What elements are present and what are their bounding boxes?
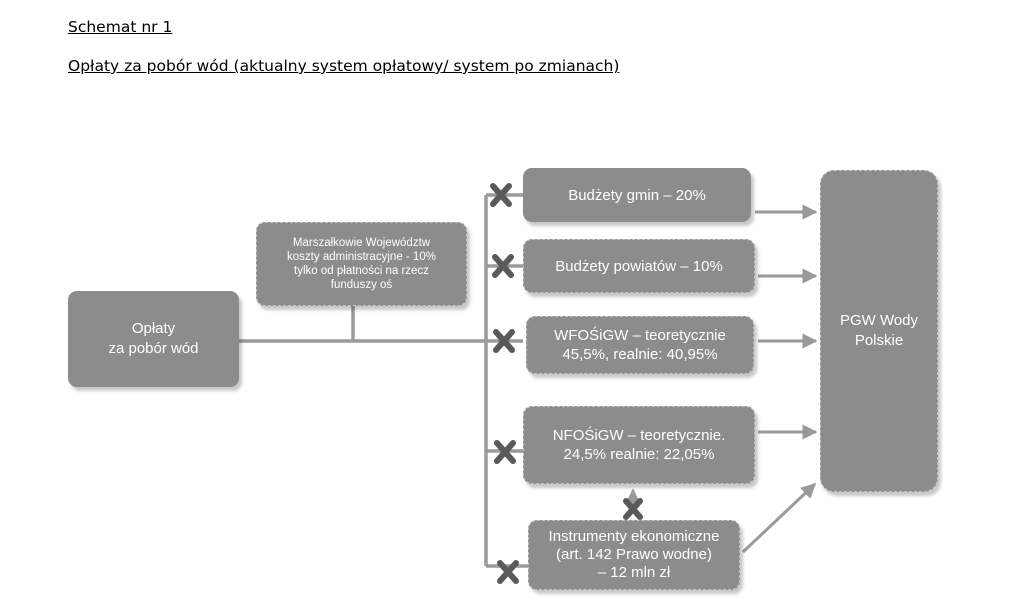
recipient-node-budzety-powiatow: Budżety powiatów – 10%: [523, 239, 755, 293]
target-node-pgw-wody-polskie: PGW Wody Polskie: [820, 170, 938, 492]
recipient-node-wfosigw: WFOŚiGW – teoretycznie 45,5%, realnie: 4…: [526, 316, 754, 374]
recipient-node-budzety-gmin: Budżety gmin – 20%: [523, 168, 751, 222]
cross-mark-icon: [493, 329, 515, 353]
connectors: [239, 193, 528, 568]
cross-mark-icon: [492, 254, 514, 278]
cross-mark-icon: [497, 560, 519, 584]
recipient-node-instrumenty: Instrumenty ekonomiczne (art. 142 Prawo …: [528, 520, 740, 590]
arrows-to-pgw: [625, 204, 818, 554]
cross-mark-icon: [490, 183, 512, 207]
admin-node-marszalkowie: Marszałkowie Województw koszty administr…: [256, 222, 467, 306]
recipient-node-nfosigw: NFOŚiGW – teoretycznie. 24,5% realnie: 2…: [523, 406, 755, 484]
page-subtitle: Opłaty za pobór wód (aktualny system opł…: [68, 57, 620, 75]
cross-marks: [490, 183, 643, 584]
cross-mark-icon: [623, 498, 643, 520]
arrow-right-icon: [741, 482, 817, 554]
cross-mark-icon: [494, 440, 516, 464]
source-node-oplaty: Opłaty za pobór wód: [68, 291, 239, 387]
page-title: Schemat nr 1: [68, 18, 173, 36]
